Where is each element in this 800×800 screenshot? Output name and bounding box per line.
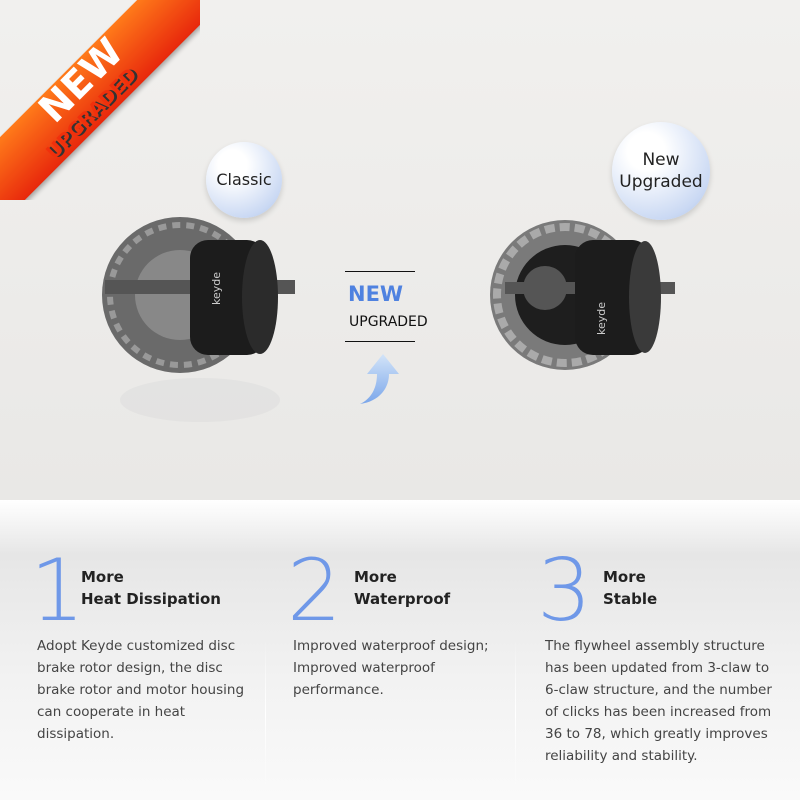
classic-label: Classic (206, 142, 282, 218)
features-area (0, 500, 800, 800)
feature-title: More (603, 568, 646, 586)
label-line: New (642, 150, 680, 170)
label-line: Upgraded (619, 172, 703, 192)
brand-logo: keyde (595, 302, 608, 335)
center-new-text: NEW (348, 282, 404, 306)
center-upgraded-text: UPGRADED (349, 314, 428, 330)
upgraded-motor-image: keyde (490, 220, 675, 370)
up-arrow-icon (360, 354, 399, 404)
brand-logo: keyde (210, 272, 223, 305)
feature-description: The flywheel assembly structure has been… (545, 638, 772, 764)
feature-title: Waterproof (354, 590, 451, 608)
classic-text: Classic (216, 170, 272, 189)
new-upgraded-ribbon: NEW UPGRADED (0, 0, 200, 200)
feature-description: Improved waterproof design; Improved wat… (293, 638, 489, 698)
feature-title: Stable (603, 590, 658, 608)
feature-number: 2 (287, 541, 342, 641)
feature-title: Heat Dissipation (81, 590, 221, 608)
feature-title: More (354, 568, 397, 586)
feature-description: Adopt Keyde customized disc brake rotor … (37, 638, 245, 742)
column-divider (265, 640, 266, 790)
column-divider (515, 640, 516, 790)
divider-line (345, 341, 415, 342)
feature-number: 1 (30, 541, 85, 641)
feature-number: 3 (537, 541, 592, 641)
feature-title: More (81, 568, 124, 586)
divider-line (345, 271, 415, 272)
classic-motor-image: keyde (102, 217, 295, 422)
